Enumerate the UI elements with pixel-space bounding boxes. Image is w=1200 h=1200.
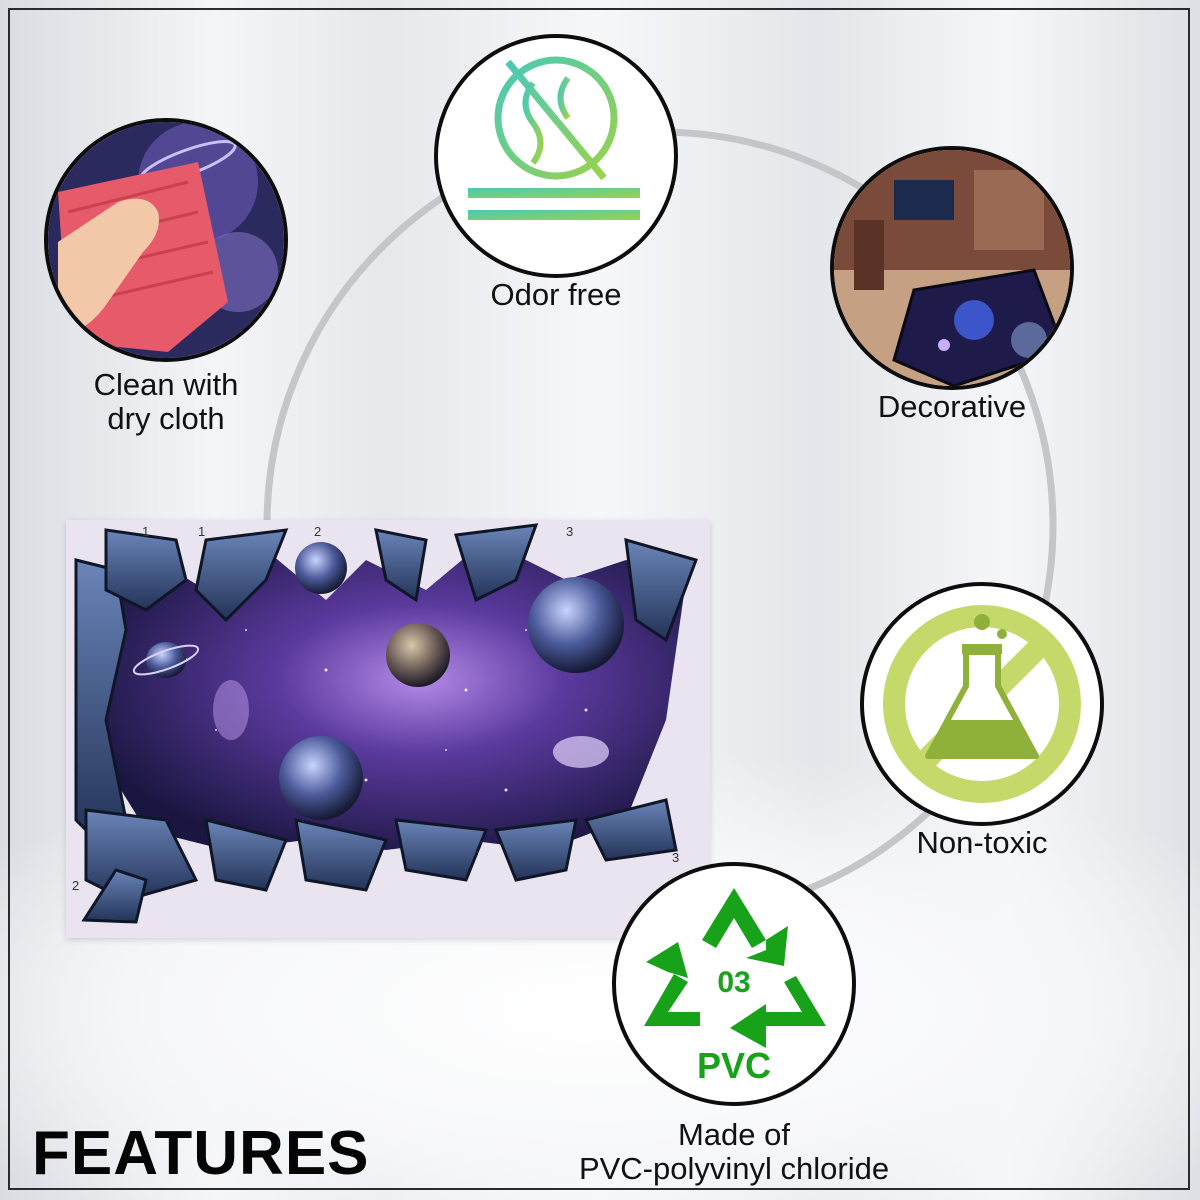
part-number-2b: 2 [72,878,79,893]
pvc-recycle-icon: 03 PVC [612,862,856,1106]
image-border [8,8,1190,1190]
part-number-3b: 3 [672,850,679,865]
pvc-badge-text: PVC [697,1045,771,1086]
odor-free-label: Odor free [490,277,622,312]
pvc-badge-code: 03 [717,966,750,999]
space-sticker-product-image: 1 1 2 3 2 3 [66,520,710,938]
non-toxic-label: Non-toxic [916,825,1048,860]
part-number-3a: 3 [566,524,573,539]
pvc-label: Made of PVC-polyvinyl chloride [578,1117,890,1186]
part-number-1b: 1 [198,524,205,539]
features-title: FEATURES [32,1119,370,1188]
part-number-2a: 2 [314,524,321,539]
odor-free-icon [434,34,678,278]
non-toxic-icon [860,582,1104,826]
clean-cloth-image [44,118,288,362]
part-number-1a: 1 [142,524,149,539]
clean-label: Clean with dry cloth [93,367,239,436]
decorative-label: Decorative [877,389,1027,424]
